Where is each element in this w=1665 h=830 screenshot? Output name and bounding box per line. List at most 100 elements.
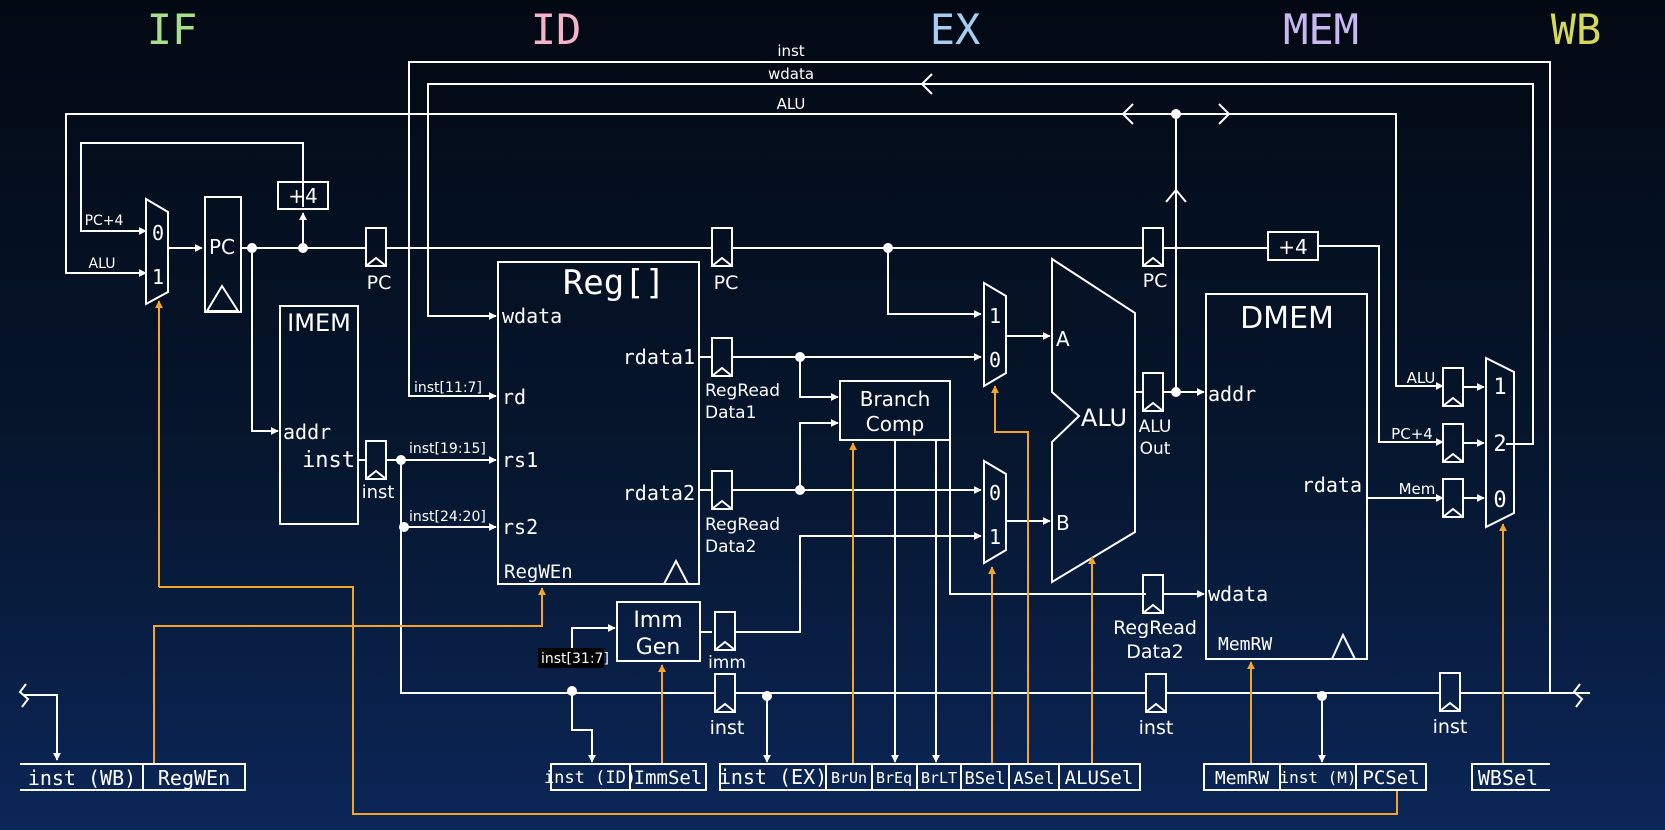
pipeline-reg-rr2-ex-line2: Data2 bbox=[1126, 641, 1183, 663]
imem-inst: inst bbox=[302, 448, 355, 473]
pipeline-reg-pc-id-label: PC bbox=[714, 272, 739, 294]
imm-gen-label-line1: Imm bbox=[633, 608, 682, 633]
feedback-wires bbox=[65, 61, 1551, 693]
control-box-ex bbox=[719, 763, 1141, 791]
dmem-title: DMEM bbox=[1240, 301, 1334, 336]
plus4-if-label: +4 bbox=[288, 184, 317, 208]
field-rs2: inst[24:20] bbox=[409, 509, 486, 525]
mux-wb-top: 1 bbox=[1493, 375, 1506, 400]
plus4-adder-if bbox=[277, 181, 329, 210]
stage-label-wb: WB bbox=[1551, 5, 1602, 54]
imem-title: IMEM bbox=[287, 309, 351, 337]
ctrl-alusel: ALUSel bbox=[1065, 767, 1134, 789]
control-box-id bbox=[550, 763, 707, 791]
control-wires bbox=[153, 300, 1507, 815]
regfile-regwen: RegWEn bbox=[504, 561, 573, 583]
alu-port-b: B bbox=[1056, 511, 1070, 535]
field-imm-bg bbox=[538, 648, 604, 668]
control-box-wbsel bbox=[1471, 763, 1550, 791]
pipeline-reg-pc-ex bbox=[1142, 227, 1164, 267]
imem-block bbox=[279, 305, 359, 525]
wire-label-wdata: wdata bbox=[768, 65, 814, 83]
pipeline-reg-rr1 bbox=[711, 337, 733, 377]
field-imm: inst[31:7] bbox=[541, 651, 609, 667]
mux-a-bot: 0 bbox=[989, 348, 1001, 372]
wb-reg-alu-label: ALU bbox=[1407, 369, 1436, 387]
pipeline-reg-inst-if bbox=[365, 440, 387, 480]
dmem-wdata: wdata bbox=[1208, 582, 1268, 606]
mux-b-top: 0 bbox=[989, 481, 1001, 505]
pipeline-reg-imm-label: imm bbox=[708, 653, 746, 673]
ctrl-wbsel: WBSel bbox=[1478, 766, 1538, 790]
dmem-addr: addr bbox=[1208, 382, 1256, 406]
wire-label-alu: ALU bbox=[777, 95, 806, 113]
pipeline-reg-wb-alu bbox=[1442, 367, 1464, 407]
ctrl-asel: ASel bbox=[1014, 769, 1055, 789]
regfile-rdata1: rdata1 bbox=[623, 345, 695, 369]
wire-label-inst: inst bbox=[777, 42, 804, 60]
ctrl-inst-ex: inst (EX) bbox=[719, 765, 827, 789]
dmem-memrw: MemRW bbox=[1218, 634, 1272, 655]
regfile-rd: rd bbox=[502, 385, 526, 409]
alu-label: ALU bbox=[1081, 404, 1127, 432]
wb-reg-pc4-label: PC+4 bbox=[1391, 425, 1433, 443]
regfile-wdata: wdata bbox=[502, 304, 562, 328]
pc-label: PC bbox=[209, 235, 235, 259]
dmem-rdata: rdata bbox=[1302, 473, 1362, 497]
pipeline-reg-alu-out-line2: Out bbox=[1140, 439, 1171, 459]
wire-label-alu-in: ALU bbox=[89, 256, 116, 272]
alu-block bbox=[1051, 257, 1136, 584]
regfile-rs1: rs1 bbox=[502, 448, 538, 472]
mux-if-in1: 1 bbox=[152, 265, 164, 289]
mux-a-top: 1 bbox=[989, 304, 1001, 328]
pipeline-reg-rr2-label-line1: RegRead bbox=[705, 515, 780, 535]
mux-if-in0: 0 bbox=[152, 221, 164, 245]
ctrl-bsel: BSel bbox=[965, 769, 1006, 789]
mux-wb-mid: 2 bbox=[1493, 432, 1506, 457]
control-box-mem bbox=[1203, 763, 1427, 791]
pipeline-reg-inst-id bbox=[714, 673, 736, 713]
plus4-mem-label: +4 bbox=[1278, 235, 1307, 259]
pipeline-reg-rr1-label-line1: RegRead bbox=[705, 381, 780, 401]
pipeline-reg-imm bbox=[714, 611, 736, 651]
branch-comp-line1: Branch bbox=[860, 387, 931, 411]
pipeline-reg-rr1-label-line2: Data1 bbox=[705, 403, 756, 423]
imm-gen-label-line2: Gen bbox=[636, 635, 681, 660]
alu-b-select-mux bbox=[983, 459, 1007, 565]
pipeline-reg-pc-if-label: PC bbox=[367, 272, 392, 294]
pipeline-reg-rr2-ex-line1: RegRead bbox=[1113, 617, 1197, 639]
ctrl-inst-id: inst (ID) bbox=[544, 768, 636, 788]
field-rs1: inst[19:15] bbox=[409, 441, 486, 457]
wire-label-pc4: PC+4 bbox=[85, 213, 124, 229]
regfile-title: Reg[] bbox=[563, 263, 665, 303]
pc-select-mux bbox=[145, 197, 169, 306]
pipeline-reg-wb-mem bbox=[1442, 478, 1464, 518]
register-file bbox=[497, 261, 700, 585]
pipeline-reg-alu-out-line1: ALU bbox=[1139, 417, 1172, 437]
pipeline-reg-rr2-label-line2: Data2 bbox=[705, 537, 756, 557]
ctrl-inst-m: inst (M) bbox=[1279, 768, 1356, 787]
mux-b-bot: 1 bbox=[989, 525, 1001, 549]
dmem-block bbox=[1205, 293, 1368, 660]
stage-label-ex: EX bbox=[930, 5, 981, 54]
control-box-wb bbox=[20, 763, 246, 791]
ctrl-breq: BrEq bbox=[876, 769, 912, 787]
ctrl-brlt: BrLT bbox=[921, 769, 957, 787]
branch-comp-line2: Comp bbox=[866, 412, 924, 436]
pipeline-reg-inst-if-label: inst bbox=[362, 482, 395, 503]
alu-port-a: A bbox=[1056, 327, 1070, 351]
mux-wb-bot: 0 bbox=[1493, 488, 1506, 513]
wb-reg-mem-label: Mem bbox=[1399, 480, 1436, 498]
ctrl-inst-wb: inst (WB) bbox=[28, 766, 136, 790]
pipeline-reg-pc-id bbox=[711, 227, 733, 267]
pipeline-reg-alu-out bbox=[1142, 372, 1164, 412]
pipeline-reg-pc-ex-label: PC bbox=[1143, 270, 1168, 292]
stage-label-mem: MEM bbox=[1283, 5, 1359, 54]
imem-addr: addr bbox=[283, 420, 331, 444]
field-rd: inst[11:7] bbox=[414, 380, 482, 396]
ctrl-brun: BrUn bbox=[831, 769, 867, 787]
ctrl-memrw: MemRW bbox=[1215, 768, 1269, 789]
pipeline-reg-inst-mem-label: inst bbox=[1433, 716, 1468, 738]
